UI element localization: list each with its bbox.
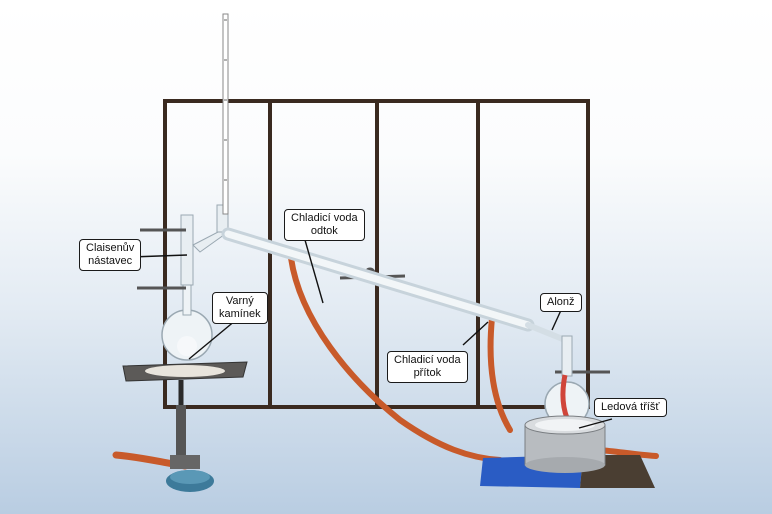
ice-bath (524, 415, 606, 473)
condenser (221, 227, 568, 343)
label-outlet-line1: Chladicí voda (291, 212, 358, 224)
claisen-adapter (180, 204, 230, 286)
label-inlet-line1: Chladicí voda (394, 354, 461, 366)
label-cooling-water-inlet: Chladicí voda přítok (387, 351, 468, 383)
label-ice: Ledová tříšť (594, 398, 667, 417)
metal-frame (163, 99, 590, 409)
label-cooling-water-outlet: Chladicí voda odtok (284, 209, 365, 241)
thermometer (222, 13, 229, 215)
label-inlet-line2: přítok (413, 367, 442, 379)
label-outlet-line2: odtok (310, 225, 338, 237)
label-claisen-adapter: Claisenův nástavec (79, 239, 142, 271)
bunsen-burner (166, 405, 214, 492)
receiving-flask (544, 335, 590, 427)
label-boiling-chip: Varný kamínek (212, 292, 268, 324)
label-ice-text: Ledová tříšť (601, 401, 660, 413)
inlet-hose (487, 315, 513, 433)
label-boiling-line2: kamínek (219, 308, 261, 320)
label-alonz: Alonž (540, 293, 582, 312)
label-claisen-line1: Claisenův (86, 242, 135, 254)
outlet-hose (288, 255, 503, 463)
round-bottom-flask (161, 279, 213, 361)
label-alonz-text: Alonž (547, 296, 575, 308)
label-claisen-line2: nástavec (88, 255, 133, 267)
label-boiling-line1: Varný (225, 295, 254, 307)
